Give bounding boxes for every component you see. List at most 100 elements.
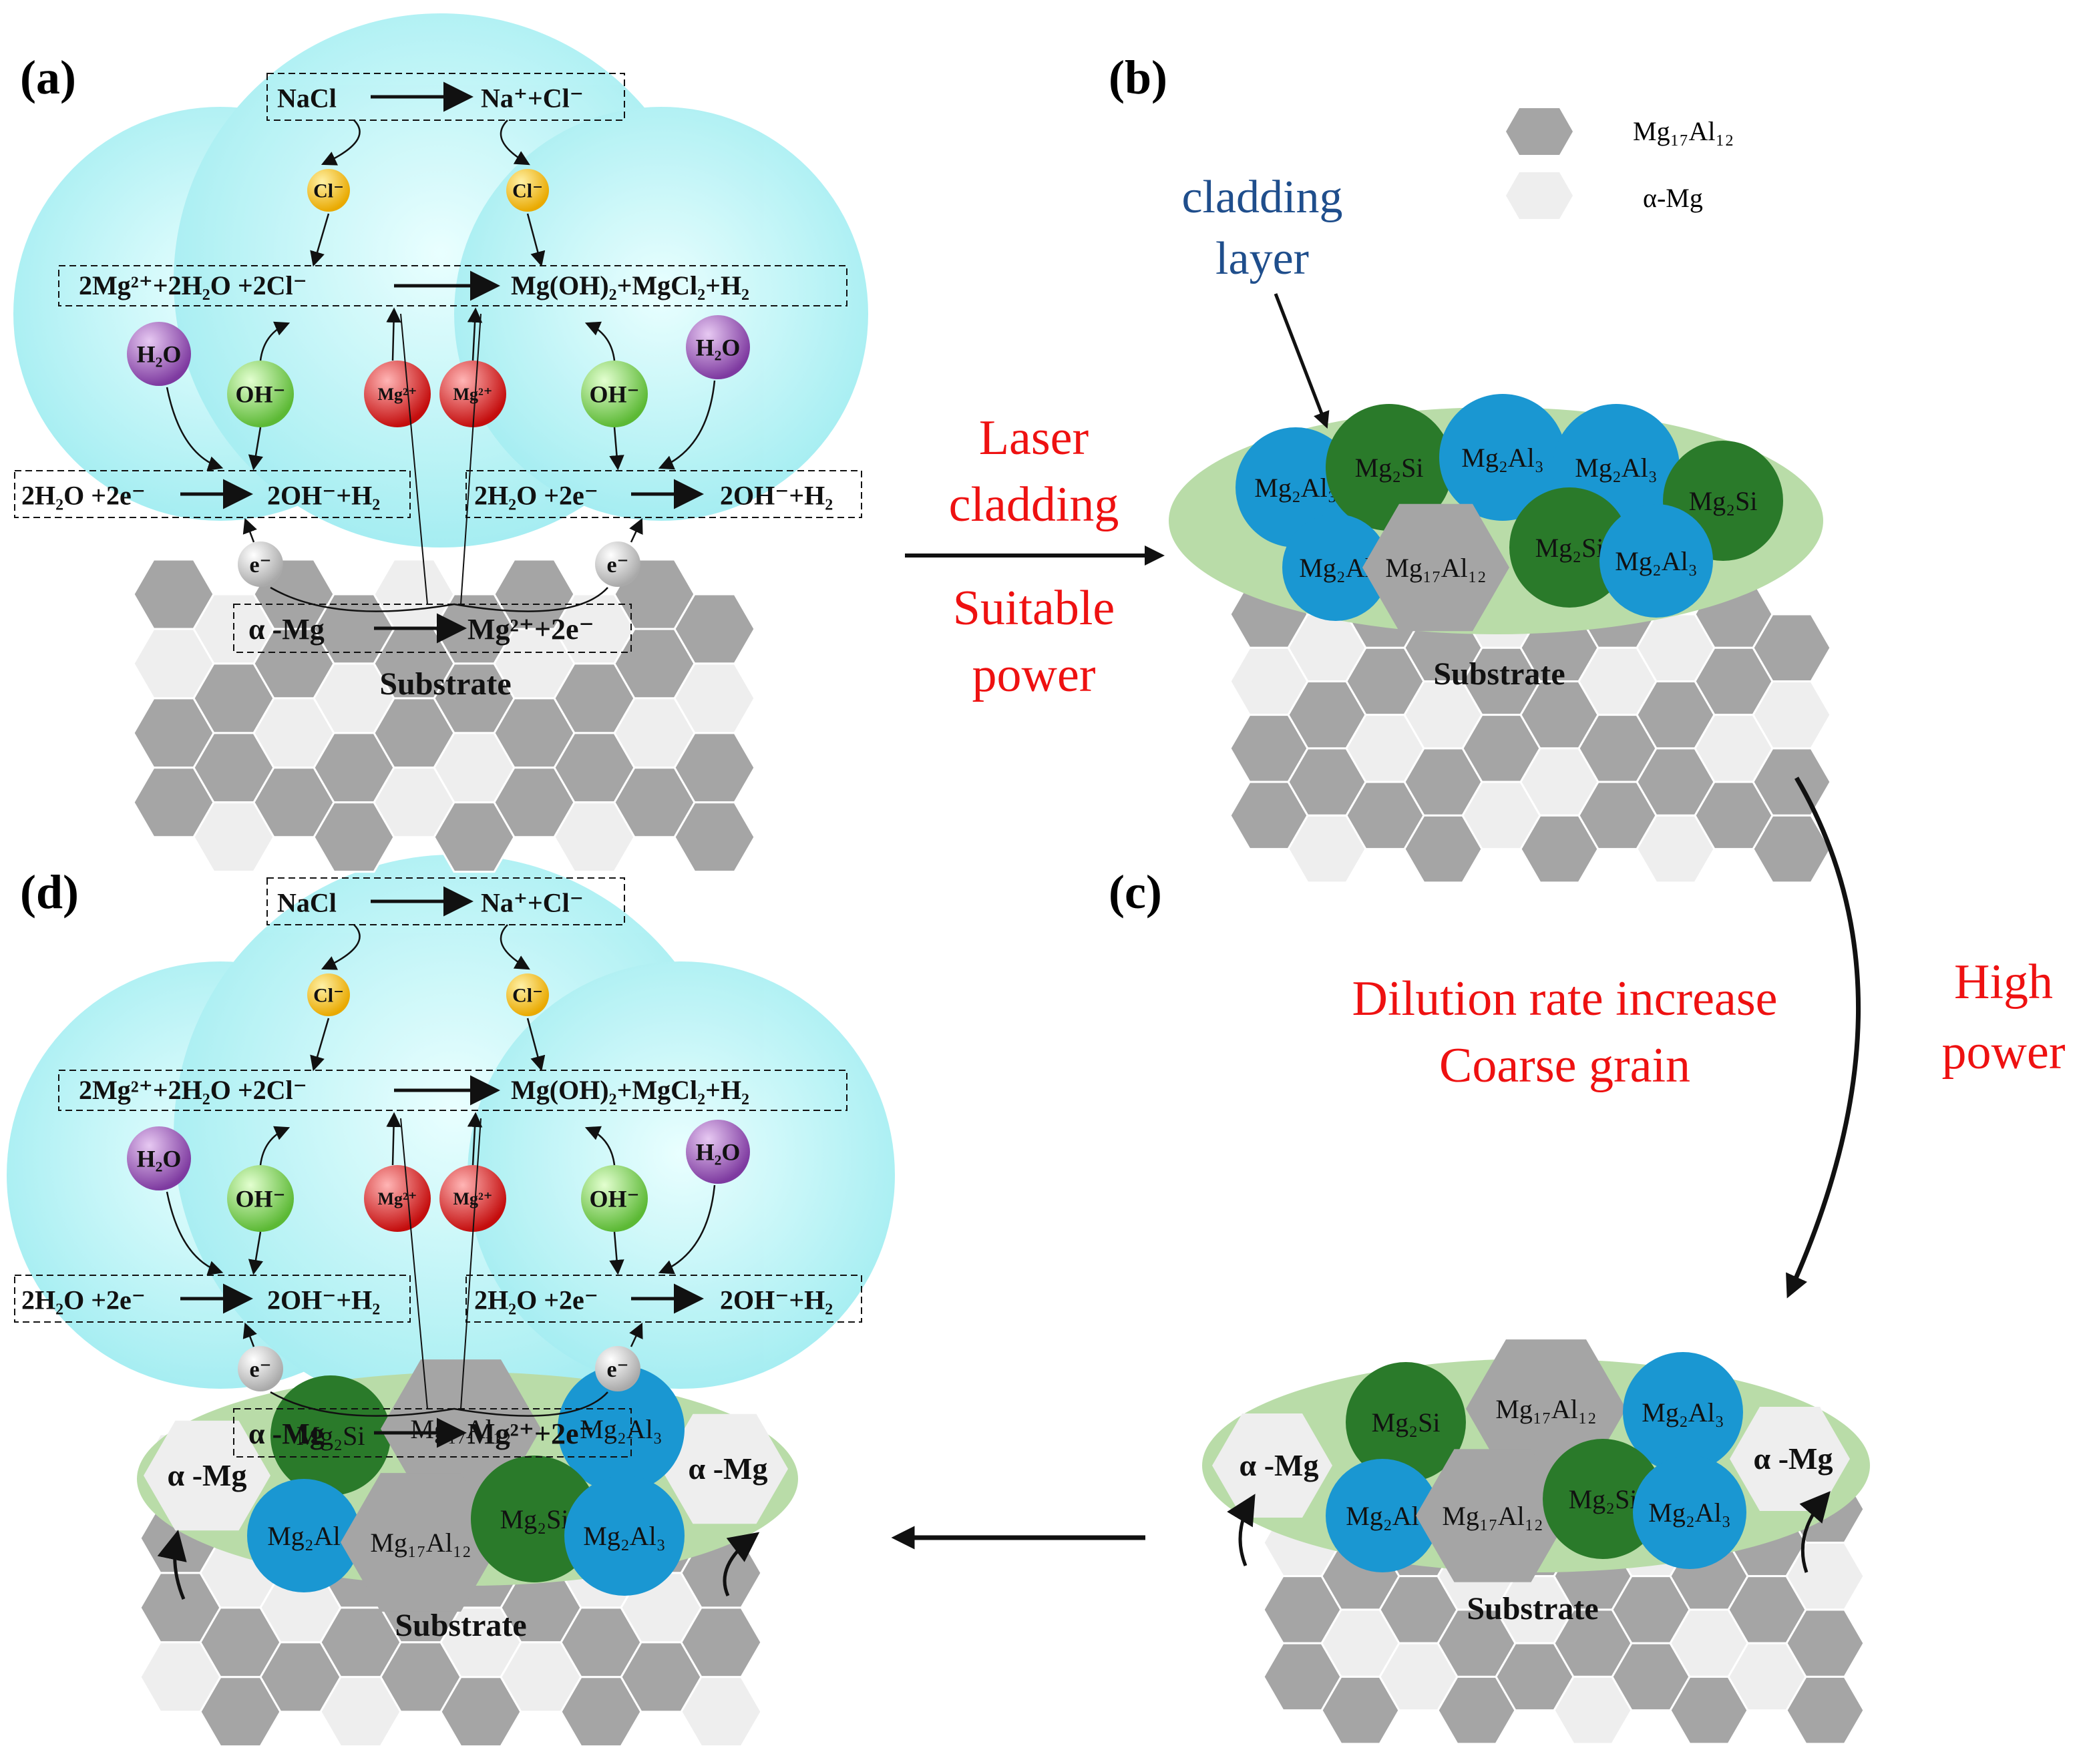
cl-ion xyxy=(307,973,350,1016)
h2o-molecule-label: H₂O xyxy=(696,335,741,361)
nacl-reaction-left: NaCl xyxy=(277,887,337,917)
alpha-mg-grain xyxy=(680,1676,763,1748)
electron xyxy=(595,541,640,587)
substrate-label: Substrate xyxy=(1467,1591,1598,1626)
alpha-mg-grain xyxy=(1730,1407,1850,1511)
water-reduction-left-box xyxy=(14,1275,411,1323)
mg2al3-particle-label: Mg₂Al₃ xyxy=(1642,1397,1724,1427)
cl-ion-label: Cl⁻ xyxy=(512,180,543,202)
substrate-label: Substrate xyxy=(379,666,511,702)
electron xyxy=(595,1346,640,1391)
cladding-text: cladding xyxy=(949,477,1119,532)
mg-ion-label: Mg²⁺ xyxy=(377,1189,417,1208)
h2o-to-reaction-arrow xyxy=(658,380,716,470)
corrosion-reaction-right: Mg(OH)₂+MgCl₂+H₂ xyxy=(511,1075,749,1105)
mg2al3-particle xyxy=(1599,504,1713,618)
growth-arrow xyxy=(1799,1491,1831,1573)
mg17al12-particle xyxy=(1362,503,1509,632)
h2o-to-reaction-arrow xyxy=(166,1191,224,1275)
anodic-dissolution-right: Mg²⁺+2e⁻ xyxy=(467,613,594,646)
mg2si-particle xyxy=(1543,1439,1663,1559)
mg2si-particle xyxy=(471,1456,598,1582)
cl-to-reaction-arrow xyxy=(526,213,546,267)
corrosion-reaction-box xyxy=(58,1070,847,1111)
mg2al3-particle xyxy=(558,1365,685,1492)
corrosion-reaction-right: Mg(OH)₂+MgCl₂+H₂ xyxy=(511,270,749,300)
water-reduction-right-right: 2OH⁻+H₂ xyxy=(720,1285,833,1315)
water-reduction-left-box xyxy=(14,470,411,518)
alpha-mg-legend-icon xyxy=(1506,172,1573,219)
mg17al12-grain xyxy=(1785,1675,1865,1745)
mg17al12-particle xyxy=(341,1473,501,1612)
oh-up-arrow xyxy=(584,1126,616,1166)
mg2si-particle xyxy=(1509,487,1630,608)
laser-text: Laser xyxy=(979,411,1089,465)
water-reduction-left-left: 2H₂O +2e⁻ xyxy=(21,480,146,510)
growth-arrow xyxy=(157,1530,187,1600)
alpha-mg-label: α -Mg xyxy=(1240,1448,1319,1482)
mg2si-particle-label: Mg₂Si xyxy=(1355,453,1424,483)
water-reduction-right-box xyxy=(465,470,862,518)
corrosion-reaction-left: 2Mg²⁺+2H₂O +2Cl⁻ xyxy=(79,1075,307,1105)
mg-ion xyxy=(439,1165,506,1232)
alpha-mg-label: α -Mg xyxy=(689,1452,768,1486)
anodic-dissolution-box xyxy=(233,604,632,653)
water-reduction-right-left: 2H₂O +2e⁻ xyxy=(474,480,598,510)
cl-release-arrow xyxy=(321,924,361,970)
legend-label-alpha-mg: α-Mg xyxy=(1643,183,1703,213)
mg2al3-particle xyxy=(247,1479,361,1592)
h2o-molecule-label: H₂O xyxy=(696,1139,741,1166)
mg17al12-particle-label: Mg₁₇Al₁₂ xyxy=(1495,1394,1596,1424)
oh-ion xyxy=(581,1165,648,1232)
growth-arrow xyxy=(723,1532,760,1597)
substrate-label: Substrate xyxy=(395,1608,526,1643)
mg17al12-particle xyxy=(1416,1449,1569,1582)
process-arrow-b-to-c xyxy=(1786,777,1861,1299)
cl-to-reaction-arrow xyxy=(310,213,330,267)
mg-ion xyxy=(439,361,506,427)
cl-ion xyxy=(506,973,549,1016)
water-reduction-left-right: 2OH⁻+H₂ xyxy=(267,480,380,510)
electron-up-arrow xyxy=(629,517,643,543)
growth-arrow xyxy=(1227,1494,1256,1566)
anodic-dissolution-left: α -Mg xyxy=(248,613,325,646)
electron-label: e⁻ xyxy=(249,1357,271,1382)
mg2si-particle-label: Mg₂Si xyxy=(1372,1407,1441,1438)
oh-ion-label: OH⁻ xyxy=(235,381,285,408)
oh-ion-label: OH⁻ xyxy=(589,381,639,408)
anodic-dissolution-left: α -Mg xyxy=(248,1417,325,1450)
alpha-mg-grain xyxy=(661,1413,788,1524)
cl-ion-label: Cl⁻ xyxy=(313,985,344,1007)
h2o-molecule-label: H₂O xyxy=(137,341,182,368)
water-reduction-right-left: 2H₂O +2e⁻ xyxy=(474,1285,598,1315)
suitable-text: Suitable xyxy=(953,581,1115,636)
mg-path xyxy=(400,313,428,605)
mg-up-arrow xyxy=(386,307,401,361)
cl-release-arrow xyxy=(500,924,530,970)
mg-ion xyxy=(364,1165,431,1232)
high-text: High xyxy=(1954,955,2053,1010)
mg2al3-particle-label: Mg₂Al₃ xyxy=(583,1521,665,1551)
cl-ion xyxy=(506,169,549,212)
mg2al3-particle-label: Mg₂Al₃ xyxy=(1461,443,1543,473)
panel-label-d: (d) xyxy=(20,865,79,919)
oh-from-reaction-arrow xyxy=(609,1231,624,1275)
mg2al3-particle xyxy=(1633,1456,1746,1569)
mg2al3-particle xyxy=(1282,514,1389,621)
mg2al3-particle-label: Mg₂Al₃ xyxy=(1254,473,1336,503)
oh-ion-label: OH⁻ xyxy=(235,1186,285,1212)
cl-to-reaction-arrow xyxy=(310,1018,330,1072)
legend-label-mg17al12: Mg₁₇Al₁₂ xyxy=(1633,116,1734,146)
high-power-text: power xyxy=(1942,1025,2066,1080)
h2o-to-reaction-arrow xyxy=(658,1184,716,1275)
electron xyxy=(238,1346,283,1391)
mg2al3-particle-label: Mg₂Al₃ xyxy=(580,1414,662,1444)
electron-up-arrow xyxy=(629,1322,643,1347)
mg17al12-grain xyxy=(673,801,756,873)
h2o-to-reaction-arrow xyxy=(166,387,224,471)
mg2si-particle-label: Mg₂Si xyxy=(1569,1484,1638,1514)
h2o-molecule-label: H₂O xyxy=(137,1146,182,1172)
mg17al12-particle-label: Mg₁₇Al₁₂ xyxy=(370,1528,471,1558)
mg-up-arrow xyxy=(386,1112,401,1166)
mg-ion-label: Mg²⁺ xyxy=(377,385,417,404)
